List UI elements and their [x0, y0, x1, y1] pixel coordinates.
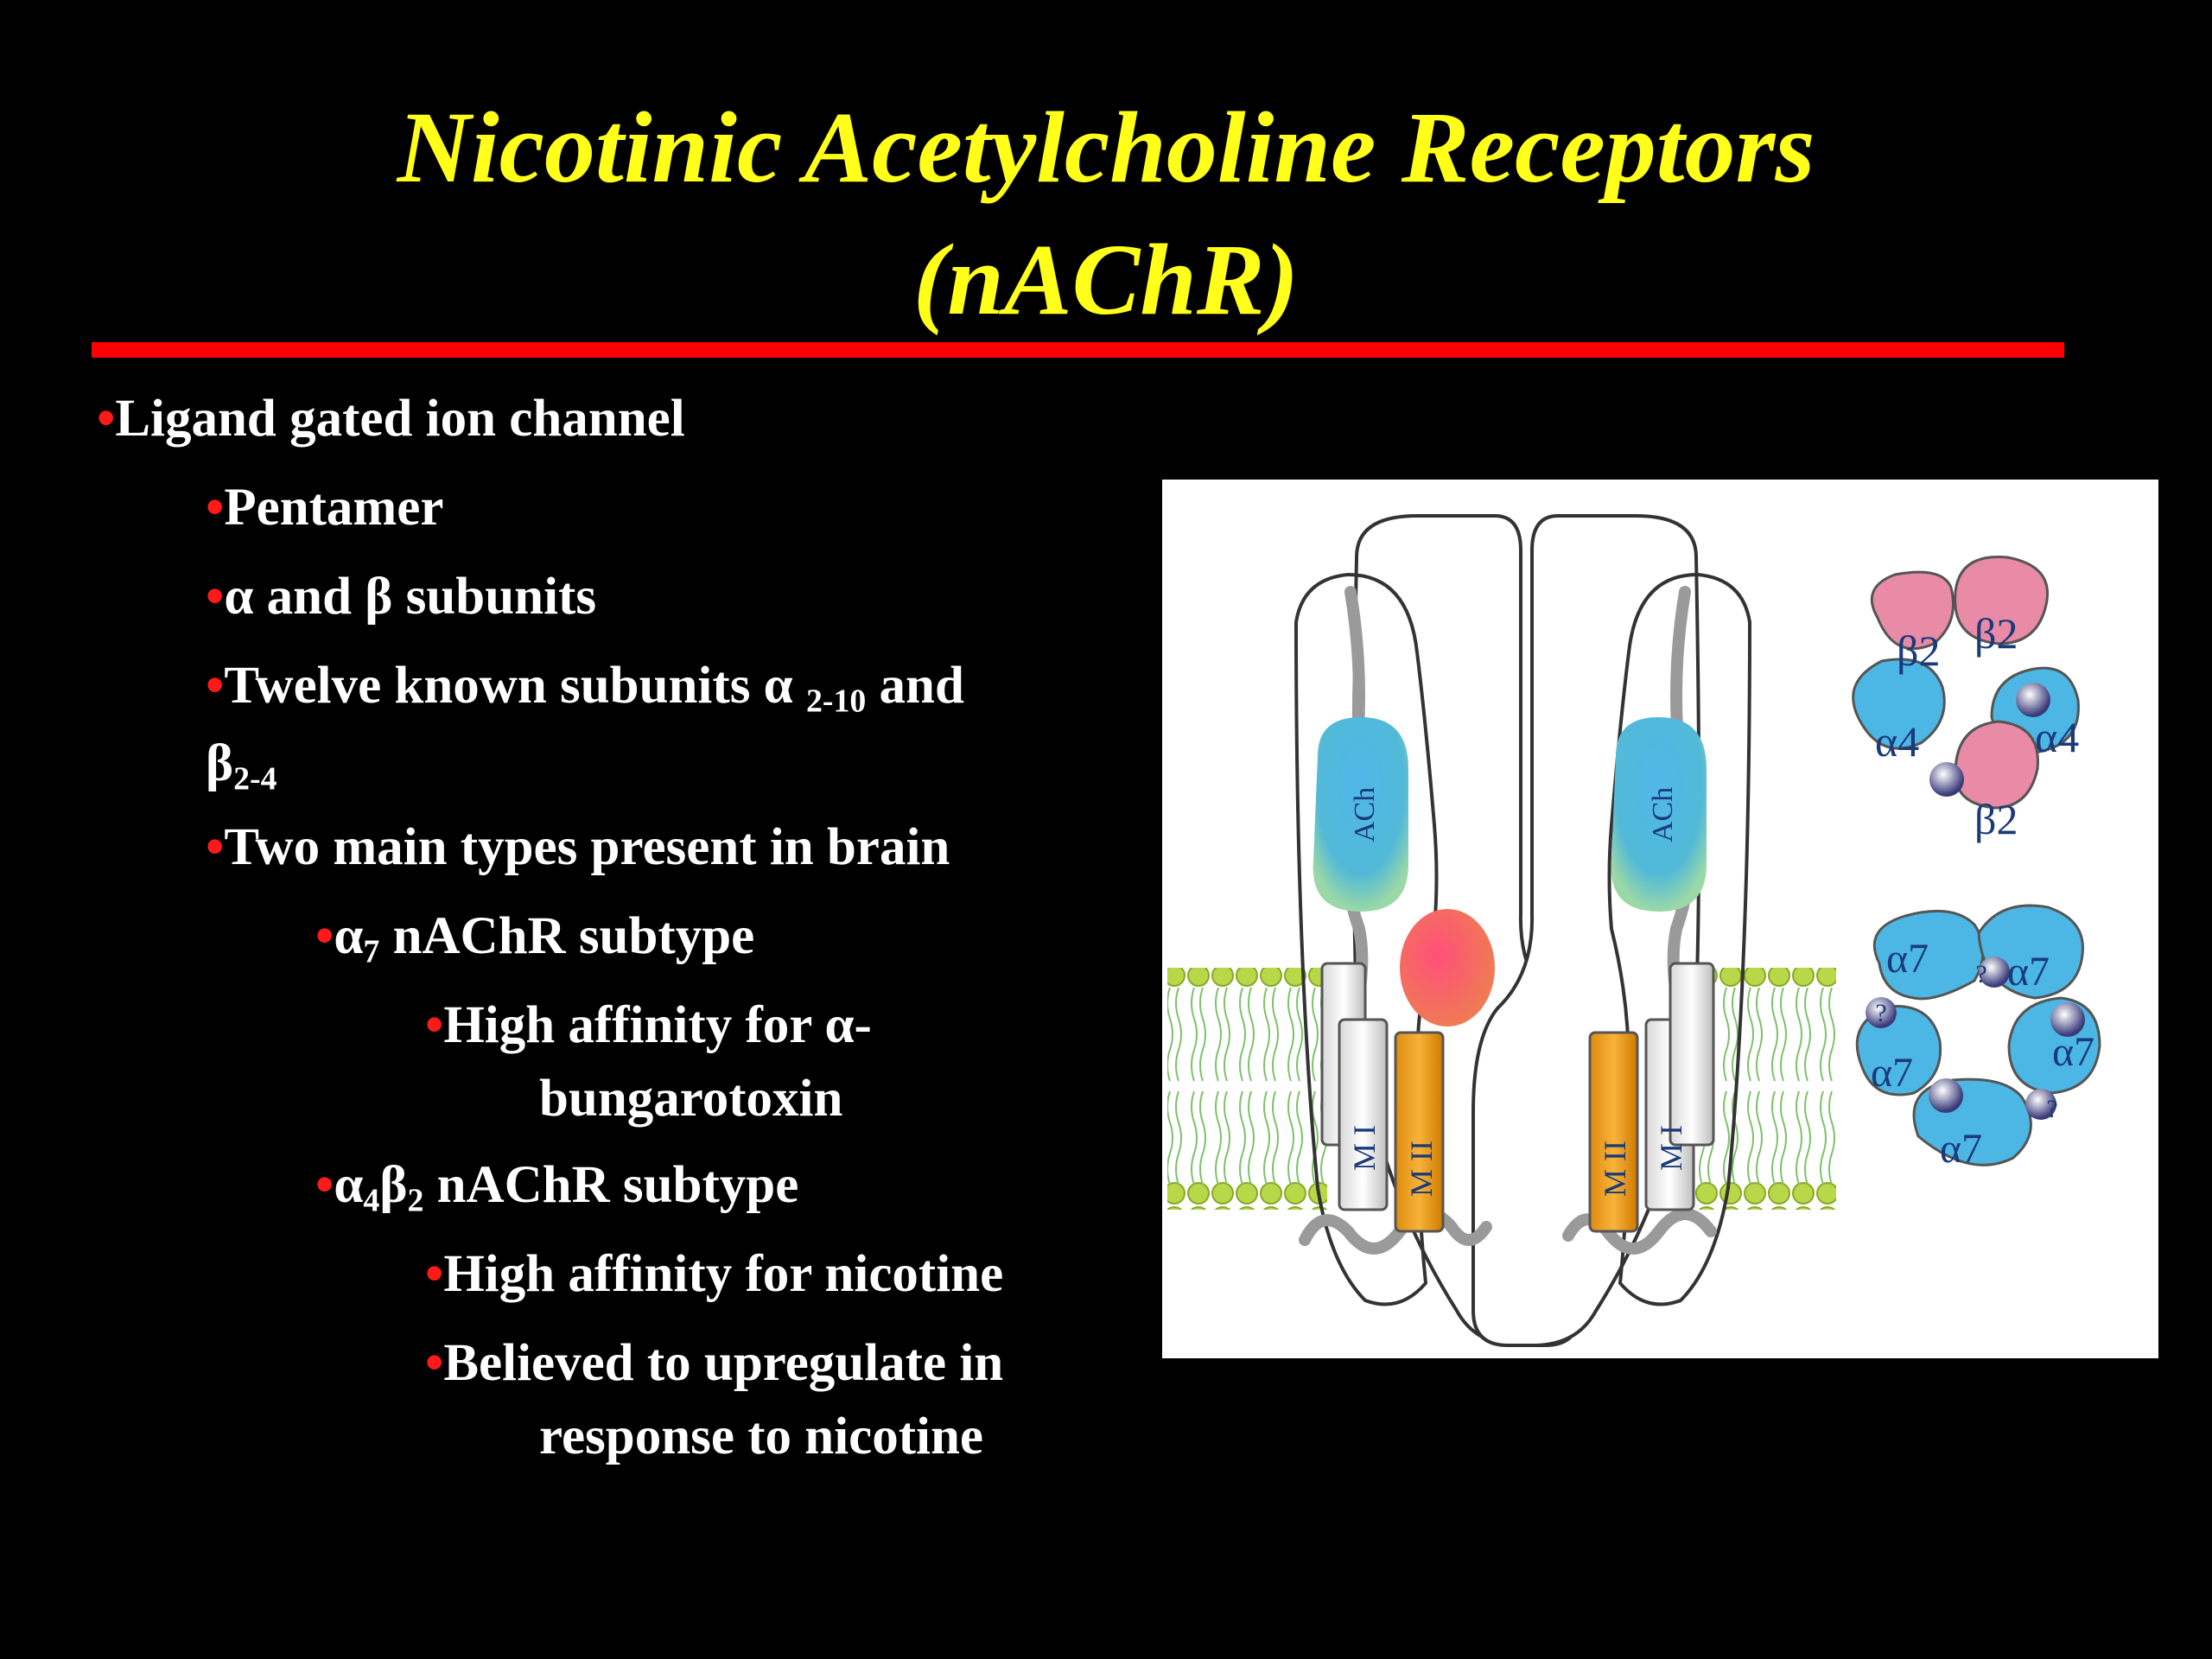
bullet-twelve-subunits: •Twelve known subunits α 2-10 and: [206, 657, 964, 720]
subunit-label: β2: [1897, 626, 1940, 675]
title-divider: [92, 342, 2064, 358]
helix-label-m1-left: M I: [1347, 1125, 1382, 1171]
ach-label-right: ACh: [1647, 787, 1679, 842]
helix-label-m2-left: M II: [1404, 1141, 1439, 1197]
transmembrane-helices: [1320, 962, 1715, 1233]
bullet-a4b2-subtype: •α4β2 nAChR subtype: [315, 1156, 799, 1219]
subunit-label: α7: [2007, 949, 2050, 995]
bullet-upregulate-cont: response to nicotine: [539, 1408, 983, 1465]
bullet-subunits: •α and β subunits: [206, 568, 597, 626]
unknown-site-label: ?: [2046, 1095, 2057, 1123]
subunit-label: α4: [2035, 713, 2079, 761]
subunit-label: β2: [1974, 609, 2018, 658]
toxin-blob: [1400, 909, 1495, 1027]
subunit-label: α7: [2052, 1029, 2094, 1075]
unknown-site-label: ?: [1875, 999, 1886, 1027]
bullet-nicotine-affinity: •High affinity for nicotine: [425, 1245, 1004, 1303]
subunit-label: α7: [1886, 936, 1929, 982]
bullet-two-main-types: •Two main types present in brain: [206, 818, 950, 876]
subunit-label: α7: [1940, 1126, 1982, 1172]
subunit-label: β2: [1974, 795, 2018, 843]
bullet-twelve-subunits-cont: β2-4: [206, 734, 277, 798]
subunit-label: α7: [1871, 1050, 1913, 1096]
unknown-site-label: ?: [1975, 960, 1986, 988]
bullet-upregulate: •Believed to upregulate in: [425, 1334, 1004, 1392]
bullet-pentamer: •Pentamer: [206, 479, 444, 537]
receptor-diagram: ACh ACh M I M II M II M I β2 β2 α4 α4 β2: [1162, 480, 2158, 1358]
bullet-ligand-gated: •Ligand gated ion channel: [97, 390, 685, 448]
subunit-label: α4: [1875, 717, 1919, 766]
ach-binding-site-right: ACh: [1611, 717, 1707, 912]
a7-pentamer: ? ? ? α7 α7 α7 α7 α7: [1855, 904, 2101, 1172]
ach-label-left: ACh: [1349, 787, 1381, 842]
helix-label-m2-right: M II: [1598, 1141, 1632, 1197]
ach-binding-site-left: ACh: [1313, 717, 1408, 912]
bullet-bungarotoxin: •High affinity for α-: [425, 996, 872, 1054]
helix-label-m1-right: M I: [1654, 1125, 1688, 1171]
slide-title-line-1: Nicotinic Acetylcholine Receptors: [397, 91, 1815, 204]
slide-title-line-2: (nAChR): [913, 223, 1299, 336]
bullet-bungarotoxin-cont: bungarotoxin: [539, 1070, 843, 1128]
bullet-a7-subtype: •α7 nAChR subtype: [315, 907, 755, 970]
a4b2-pentamer: β2 β2 α4 α4 β2: [1852, 556, 2080, 843]
